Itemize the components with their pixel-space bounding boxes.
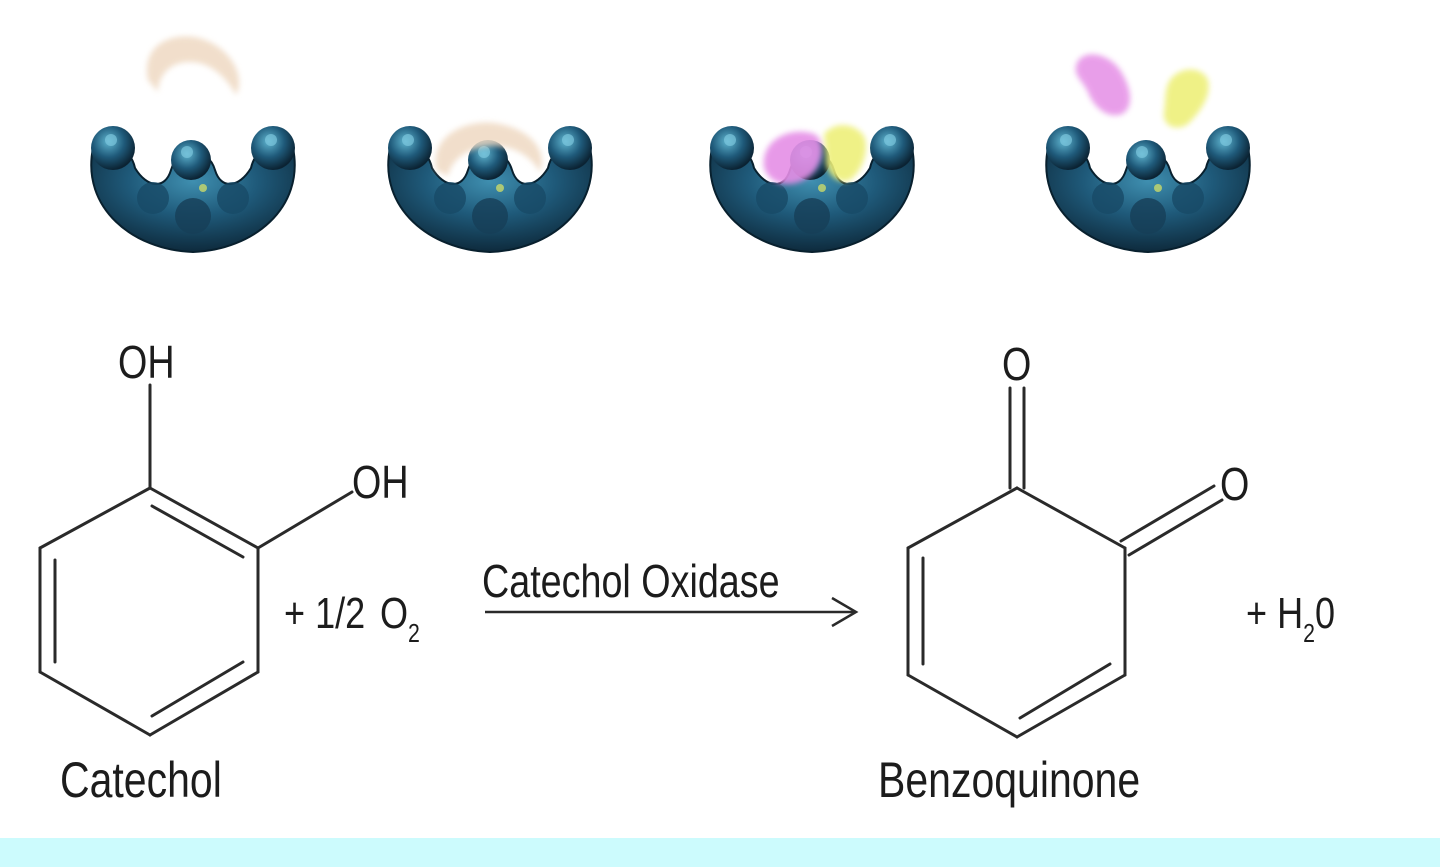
enzyme-frame-1 — [90, 36, 296, 253]
enzyme-icon — [1045, 125, 1251, 253]
catechol-oh-side: OH — [352, 456, 409, 507]
oxygen-coefficient: + 1/2 — [284, 589, 365, 638]
oxygen-formula: O — [380, 589, 408, 638]
benzoquinone-structure — [906, 386, 1224, 739]
oxygen-coreactant: + 1/2 O2 — [284, 589, 420, 649]
bottom-band — [0, 838, 1440, 867]
enzyme-frame-2 — [387, 122, 593, 253]
product-blob-a — [763, 131, 823, 185]
water-suffix: 0 — [1315, 589, 1335, 638]
water-subscript: 2 — [1303, 619, 1315, 649]
enzyme-frame-3 — [709, 125, 915, 253]
enzyme-label: Catechol Oxidase — [482, 555, 780, 606]
product-blob-a — [1075, 54, 1131, 116]
product-blob-b — [1163, 69, 1209, 128]
catechol-name: Catechol — [60, 752, 222, 808]
enzyme-icon — [90, 125, 296, 253]
water-byproduct: + H20 — [1246, 589, 1335, 649]
catechol-structure — [38, 383, 354, 737]
substrate-blob — [435, 122, 542, 176]
oxygen-subscript: 2 — [408, 619, 420, 649]
benzoquinone-o-side: O — [1220, 458, 1249, 509]
benzoquinone-o-top: O — [1002, 338, 1031, 389]
benzoquinone-name: Benzoquinone — [878, 752, 1140, 808]
reaction-arrow — [485, 596, 859, 628]
substrate-blob — [146, 36, 240, 95]
product-blob-b — [824, 125, 867, 182]
water-prefix: + H — [1246, 589, 1303, 638]
catechol-oh-top: OH — [118, 336, 175, 387]
enzyme-frame-4 — [1045, 54, 1251, 253]
